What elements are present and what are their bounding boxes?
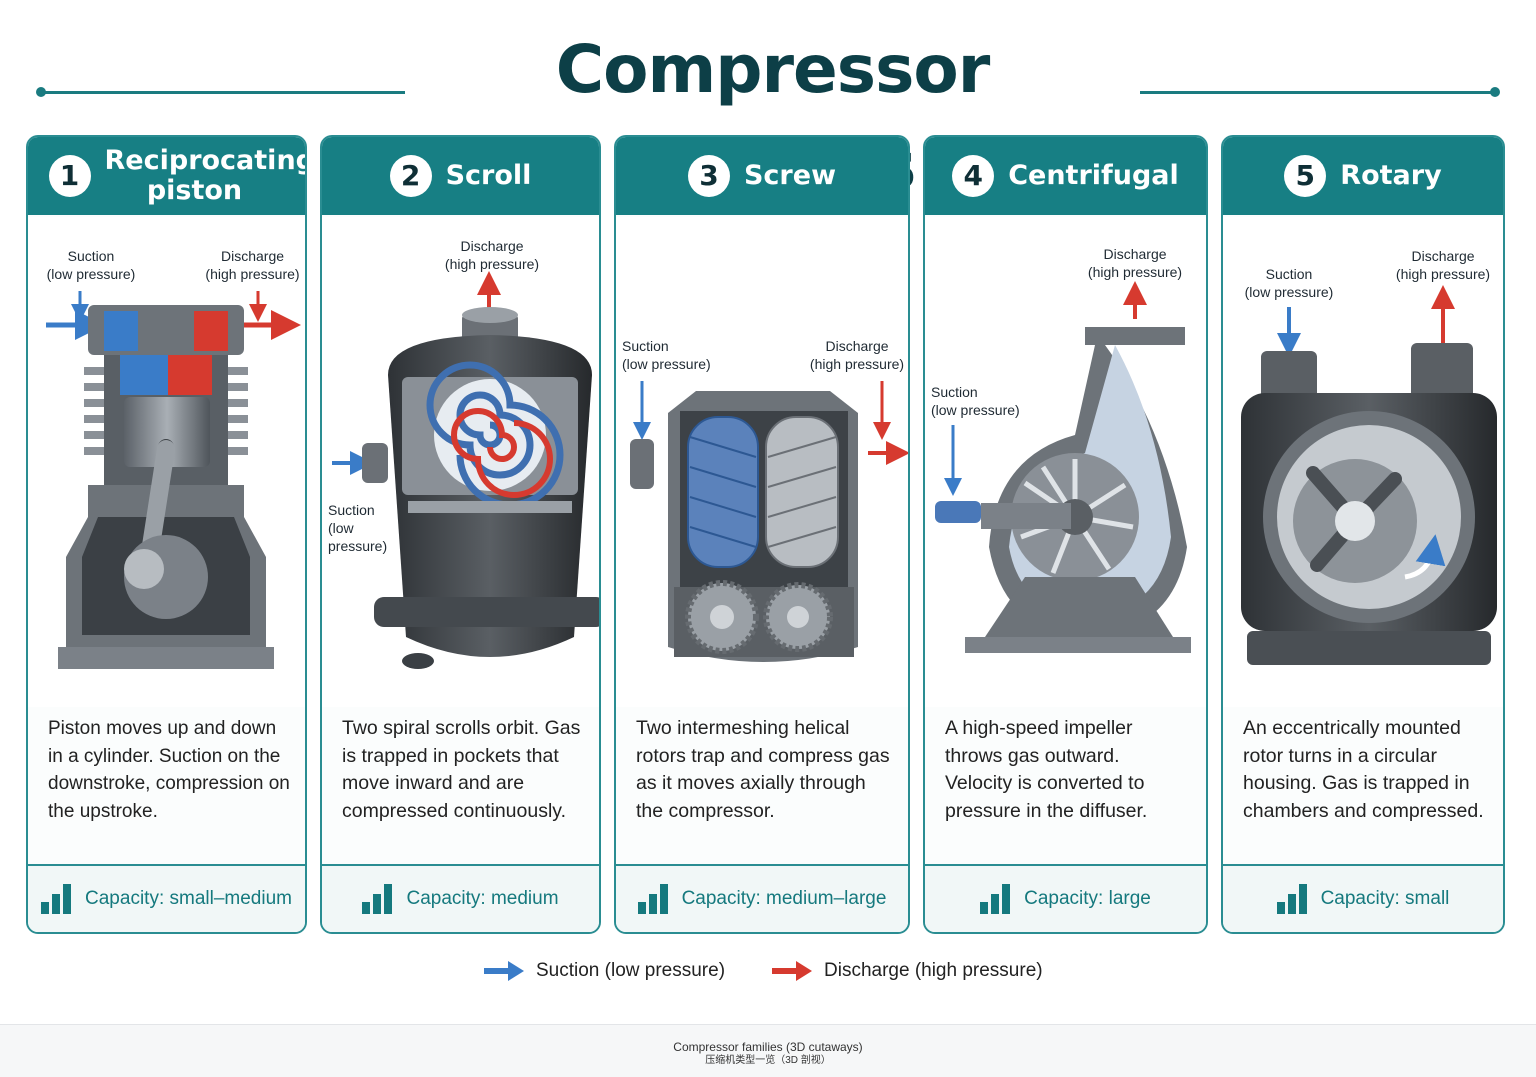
title-row: Compressor families — [0, 22, 1536, 204]
caption-chinese: 压缩机类型一览（3D 剖视） — [705, 1055, 831, 1066]
suction-label: Suction (low pressure) — [931, 384, 1020, 418]
capacity-label: Capacity: small — [1320, 888, 1450, 909]
bar-chart-icon — [41, 884, 72, 914]
centrifugal-cutaway-illustration: Discharge (high pressure) Suction (low p… — [925, 217, 1206, 707]
card-header: 1 Reciprocating piston — [28, 137, 305, 215]
capacity-bar: Capacity: large — [925, 864, 1206, 932]
card-description: Two spiral scrolls orbit. Gas is trapped… — [342, 717, 581, 822]
legend-discharge-label: Discharge (high pressure) — [824, 960, 1043, 981]
capacity-label: Capacity: small–medium — [85, 888, 292, 909]
card-title: Rotary — [1340, 160, 1442, 191]
title-rule-dot-left — [36, 87, 46, 97]
bar-chart-icon — [1276, 884, 1307, 914]
number-badge: 3 — [687, 155, 730, 197]
piston-drawing — [46, 291, 301, 669]
card-description: A high-speed impeller throws gas outward… — [945, 717, 1148, 822]
card-screw: 3 Screw Suction (low pressure) Discharge… — [614, 135, 910, 934]
scroll-drawing — [332, 271, 599, 669]
rotary-drawing — [1241, 285, 1497, 665]
discharge-label: Discharge (high pressure) — [809, 338, 905, 372]
card-title: Centrifugal — [1008, 160, 1179, 191]
capacity-bar: Capacity: medium–large — [616, 864, 908, 932]
capacity-label: Capacity: medium–large — [681, 888, 887, 909]
card-header: 3 Screw — [616, 137, 908, 215]
scroll-cutaway-illustration: Discharge (high pressure) Suction (low p… — [322, 217, 599, 707]
card-reciprocating-piston: 1 Reciprocating piston Suction (low pres… — [26, 135, 307, 934]
card-header: 5 Rotary — [1223, 137, 1503, 215]
title-rule-right — [1140, 91, 1496, 94]
bar-chart-icon — [362, 884, 393, 914]
capacity-bar: Capacity: small–medium — [28, 864, 305, 932]
legend: Suction (low pressure) Discharge (high p… — [0, 958, 1536, 992]
number-badge: 4 — [952, 155, 995, 197]
card-header: 2 Scroll — [322, 137, 599, 215]
number-badge: 2 — [389, 155, 432, 197]
reciprocating-cutaway-illustration: Suction (low pressure) Discharge (high p… — [28, 217, 305, 707]
card-description: Two intermeshing helical rotors trap and… — [636, 717, 890, 822]
card-description: An eccentrically mounted rotor turns in … — [1243, 717, 1484, 822]
card-title: Screw — [743, 160, 837, 191]
card-rotary: 5 Rotary Suction (low pressure) Discharg… — [1221, 135, 1505, 934]
number-badge: 5 — [1284, 155, 1327, 197]
number-badge: 1 — [48, 155, 91, 197]
discharge-label: Discharge (high pressure) — [444, 238, 540, 272]
capacity-label: Capacity: large — [1024, 888, 1151, 909]
capacity-label: Capacity: medium — [406, 888, 559, 909]
suction-label: Suction (low pressure) — [1244, 266, 1334, 300]
suction-label: Suction (low pressure) — [622, 338, 711, 372]
card-title: Reciprocating piston — [104, 145, 307, 206]
centrifugal-drawing — [935, 281, 1191, 653]
footer-caption: Compressor families (3D cutaways) 压缩机类型一… — [0, 1024, 1536, 1077]
discharge-label: Discharge (high pressure) — [205, 248, 300, 282]
legend-discharge: Discharge (high pressure) — [772, 960, 1043, 982]
bar-chart-icon — [980, 884, 1011, 914]
discharge-label: Discharge (high pressure) — [1395, 248, 1491, 282]
title-rule-left — [40, 91, 405, 94]
blue-arrow-icon — [484, 961, 524, 981]
card-title: Scroll — [445, 160, 532, 191]
rotary-cutaway-illustration: Suction (low pressure) Discharge (high p… — [1223, 217, 1503, 707]
screw-drawing — [630, 381, 908, 662]
card-header: 4 Centrifugal — [925, 137, 1206, 215]
legend-suction-label: Suction (low pressure) — [536, 960, 726, 981]
legend-suction: Suction (low pressure) — [484, 960, 725, 982]
capacity-bar: Capacity: small — [1223, 864, 1503, 932]
card-description: Piston moves up and down in a cylinder. … — [48, 718, 290, 822]
title-rule-dot-right — [1490, 87, 1500, 97]
suction-label: Suction (low pressure) — [46, 248, 136, 282]
card-scroll: 2 Scroll Discharge (high pressure) Sucti… — [320, 135, 601, 934]
card-centrifugal: 4 Centrifugal Discharge (high pressure) … — [923, 135, 1208, 934]
discharge-label: Discharge (high pressure) — [1087, 246, 1183, 280]
suction-label: Suction (low pressure) — [328, 502, 388, 554]
capacity-bar: Capacity: medium — [322, 864, 599, 932]
red-arrow-icon — [772, 961, 812, 981]
screw-cutaway-illustration: Suction (low pressure) Discharge (high p… — [616, 217, 908, 707]
caption-english: Compressor families (3D cutaways) — [673, 1040, 863, 1054]
bar-chart-icon — [637, 884, 668, 914]
